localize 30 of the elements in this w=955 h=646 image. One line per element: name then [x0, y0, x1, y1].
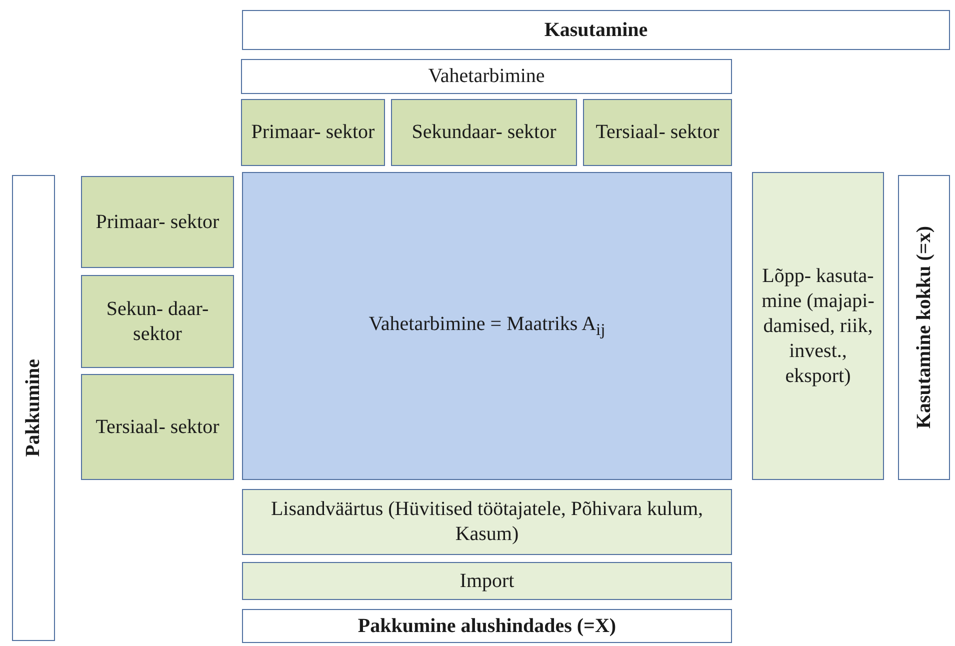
header-box — [241, 59, 732, 94]
box-label: Pakkumine — [21, 358, 45, 459]
total-box — [242, 609, 732, 643]
side-band — [898, 175, 950, 480]
box-label: Import — [458, 568, 516, 594]
box-label: Primaar- sektor — [250, 120, 376, 145]
box-label: Kasutamine kokku (=x) — [912, 225, 936, 431]
side-band — [12, 175, 55, 641]
box-label: Sekun- daar- sektor — [105, 296, 210, 346]
box-label: Lõpp- kasuta- mine (majapi- damised, riik, invest., eksport) — [760, 264, 876, 388]
box-label: Tersiaal- sektor — [594, 120, 720, 145]
box-label: Primaar- sektor — [94, 210, 220, 234]
sector-box — [81, 176, 234, 268]
box-label: Lisandväärtus (Hüvitised töötajatele, Põhivara kulum, Kasum) — [270, 497, 704, 547]
box-label: Vahetarbimine — [427, 64, 546, 89]
sector-box — [391, 99, 577, 166]
box-label: Pakkumine alushindades (=X) — [356, 614, 618, 638]
final-use-box — [752, 172, 884, 480]
value-added-box — [242, 489, 732, 555]
box-label: Tersiaal- sektor — [94, 414, 220, 440]
box-label: Sekundaar- sektor — [410, 120, 558, 145]
sector-box — [583, 99, 732, 166]
header-box — [242, 10, 950, 50]
matrix-box — [242, 172, 732, 480]
sector-box — [81, 275, 234, 368]
sector-box — [81, 374, 234, 480]
box-label: Vahetarbimine = Maatriks A$_{ij}$ — [368, 312, 606, 340]
import-box — [242, 562, 732, 600]
box-label: Kasutamine — [543, 18, 649, 42]
sector-box — [241, 99, 385, 166]
